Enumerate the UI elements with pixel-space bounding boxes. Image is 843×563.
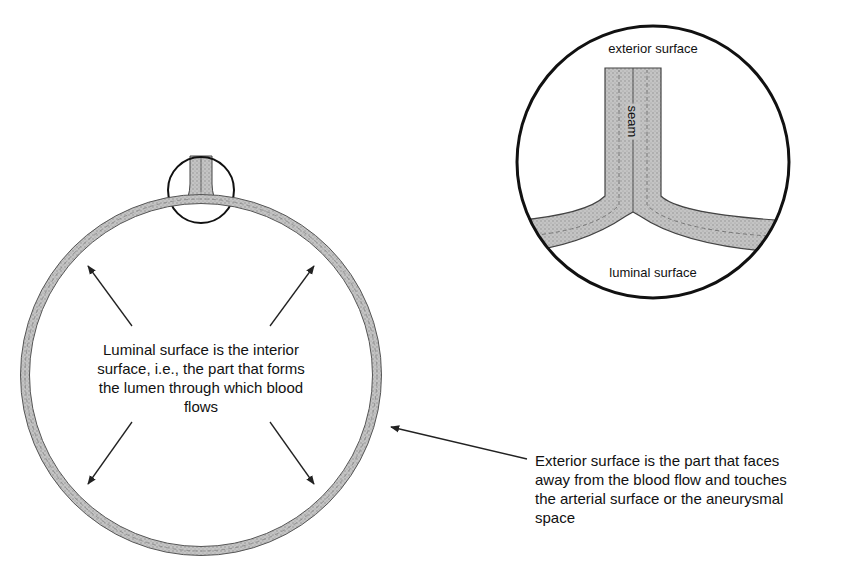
node-outline: [515, 24, 791, 300]
layer-line: [647, 70, 810, 238]
leader-arrow: [391, 427, 527, 459]
inset-circle: [517, 26, 789, 298]
vessel-wall-section: [500, 68, 810, 254]
surface-label: luminal surface: [609, 265, 696, 280]
layer-line: [25, 199, 377, 551]
vessel-cross-section: Luminal surface is the interior surface,…: [20, 194, 382, 556]
leader-arrow: [270, 266, 314, 326]
description-text: Luminal surface is the interior surface,…: [89, 340, 313, 416]
seam-stub: [188, 156, 214, 197]
leader-arrow: [270, 422, 314, 484]
vessel-ring: [25, 199, 377, 551]
magnifier-circle: [168, 157, 234, 223]
magnified-inset: exterior surface seam luminal surface: [515, 24, 791, 300]
seam-line: [201, 157, 202, 192]
ring-edge: [30, 204, 373, 547]
leader-arrow: [88, 422, 132, 484]
surface-label: exterior surface: [608, 41, 698, 56]
callout-text: Exterior surface is the part that faces …: [535, 451, 797, 527]
seam-line: [633, 68, 634, 212]
ring-edge: [21, 195, 382, 556]
leader-arrow: [88, 266, 132, 326]
seam-label: seam: [625, 103, 640, 139]
